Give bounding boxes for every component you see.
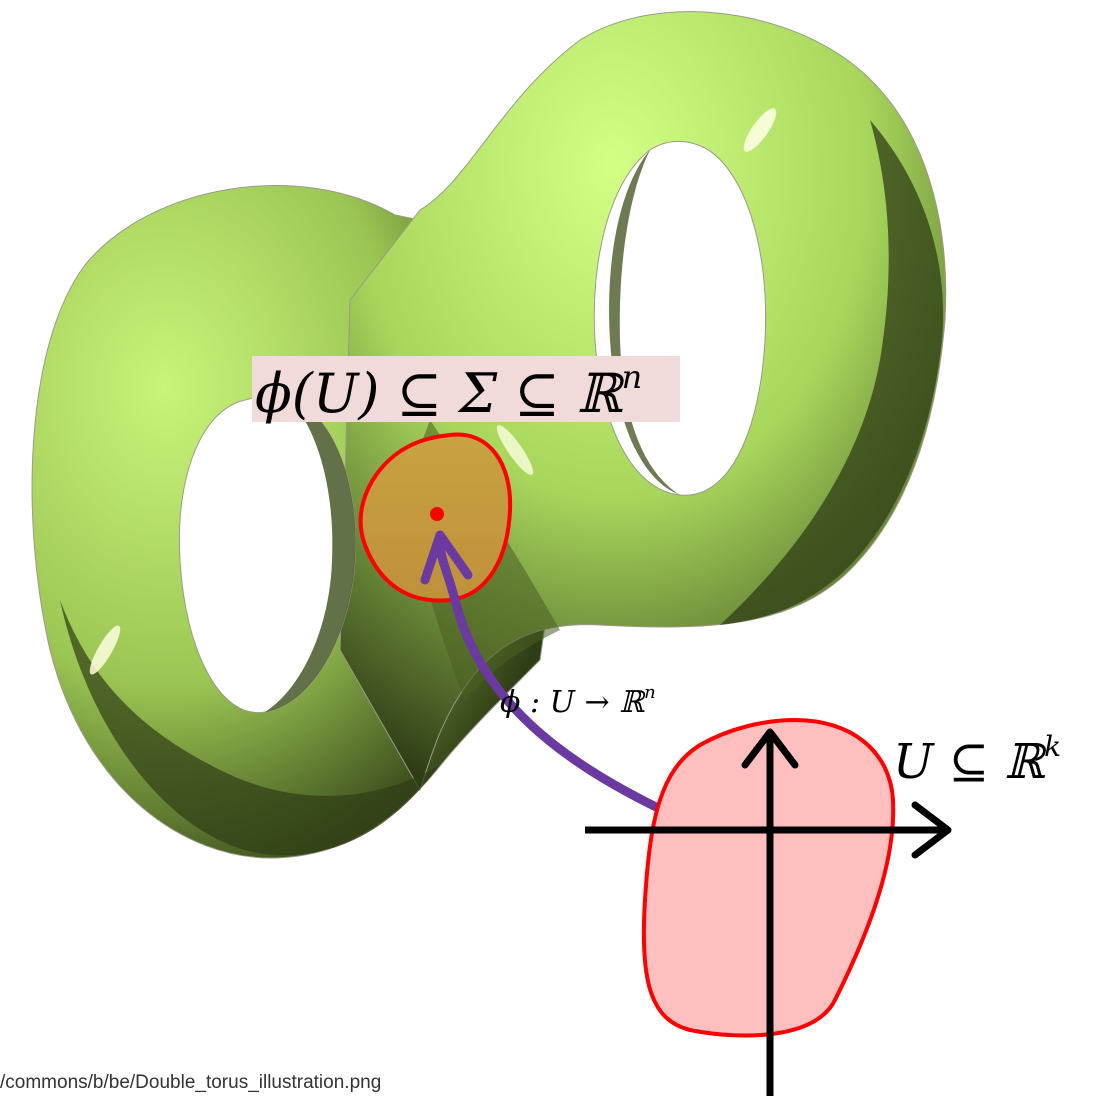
torus-highlight-3 <box>89 625 121 675</box>
top-formula-exponent: n <box>622 358 643 396</box>
domain-formula: U ⊆ ℝk <box>893 730 1061 790</box>
torus-right-hole <box>593 141 767 496</box>
torus-right-edge-shading <box>720 120 944 625</box>
torus-highlight-2 <box>496 425 534 475</box>
top-formula: ϕ(U) ⊆ Σ ⊆ ℝn <box>255 358 642 425</box>
map-formula-exponent: n <box>644 682 656 703</box>
torus-left-hole-rim <box>265 400 356 712</box>
map-formula: ϕ : U → ℝn <box>500 682 656 720</box>
source-path-text: /commons/b/be/Double_torus_illustration.… <box>0 1072 382 1093</box>
image-point <box>430 507 444 521</box>
domain-formula-exponent: k <box>1044 730 1061 763</box>
x-axis-arrowhead <box>911 801 952 859</box>
mapping-arrow <box>435 540 667 815</box>
coordinate-axes <box>585 728 952 1096</box>
y-axis-arrowhead <box>741 728 799 769</box>
torus-left-bottom-shading <box>60 600 440 856</box>
torus-highlight-1 <box>743 108 777 152</box>
mapping-arrow-head <box>420 530 473 585</box>
top-formula-background <box>252 356 680 422</box>
